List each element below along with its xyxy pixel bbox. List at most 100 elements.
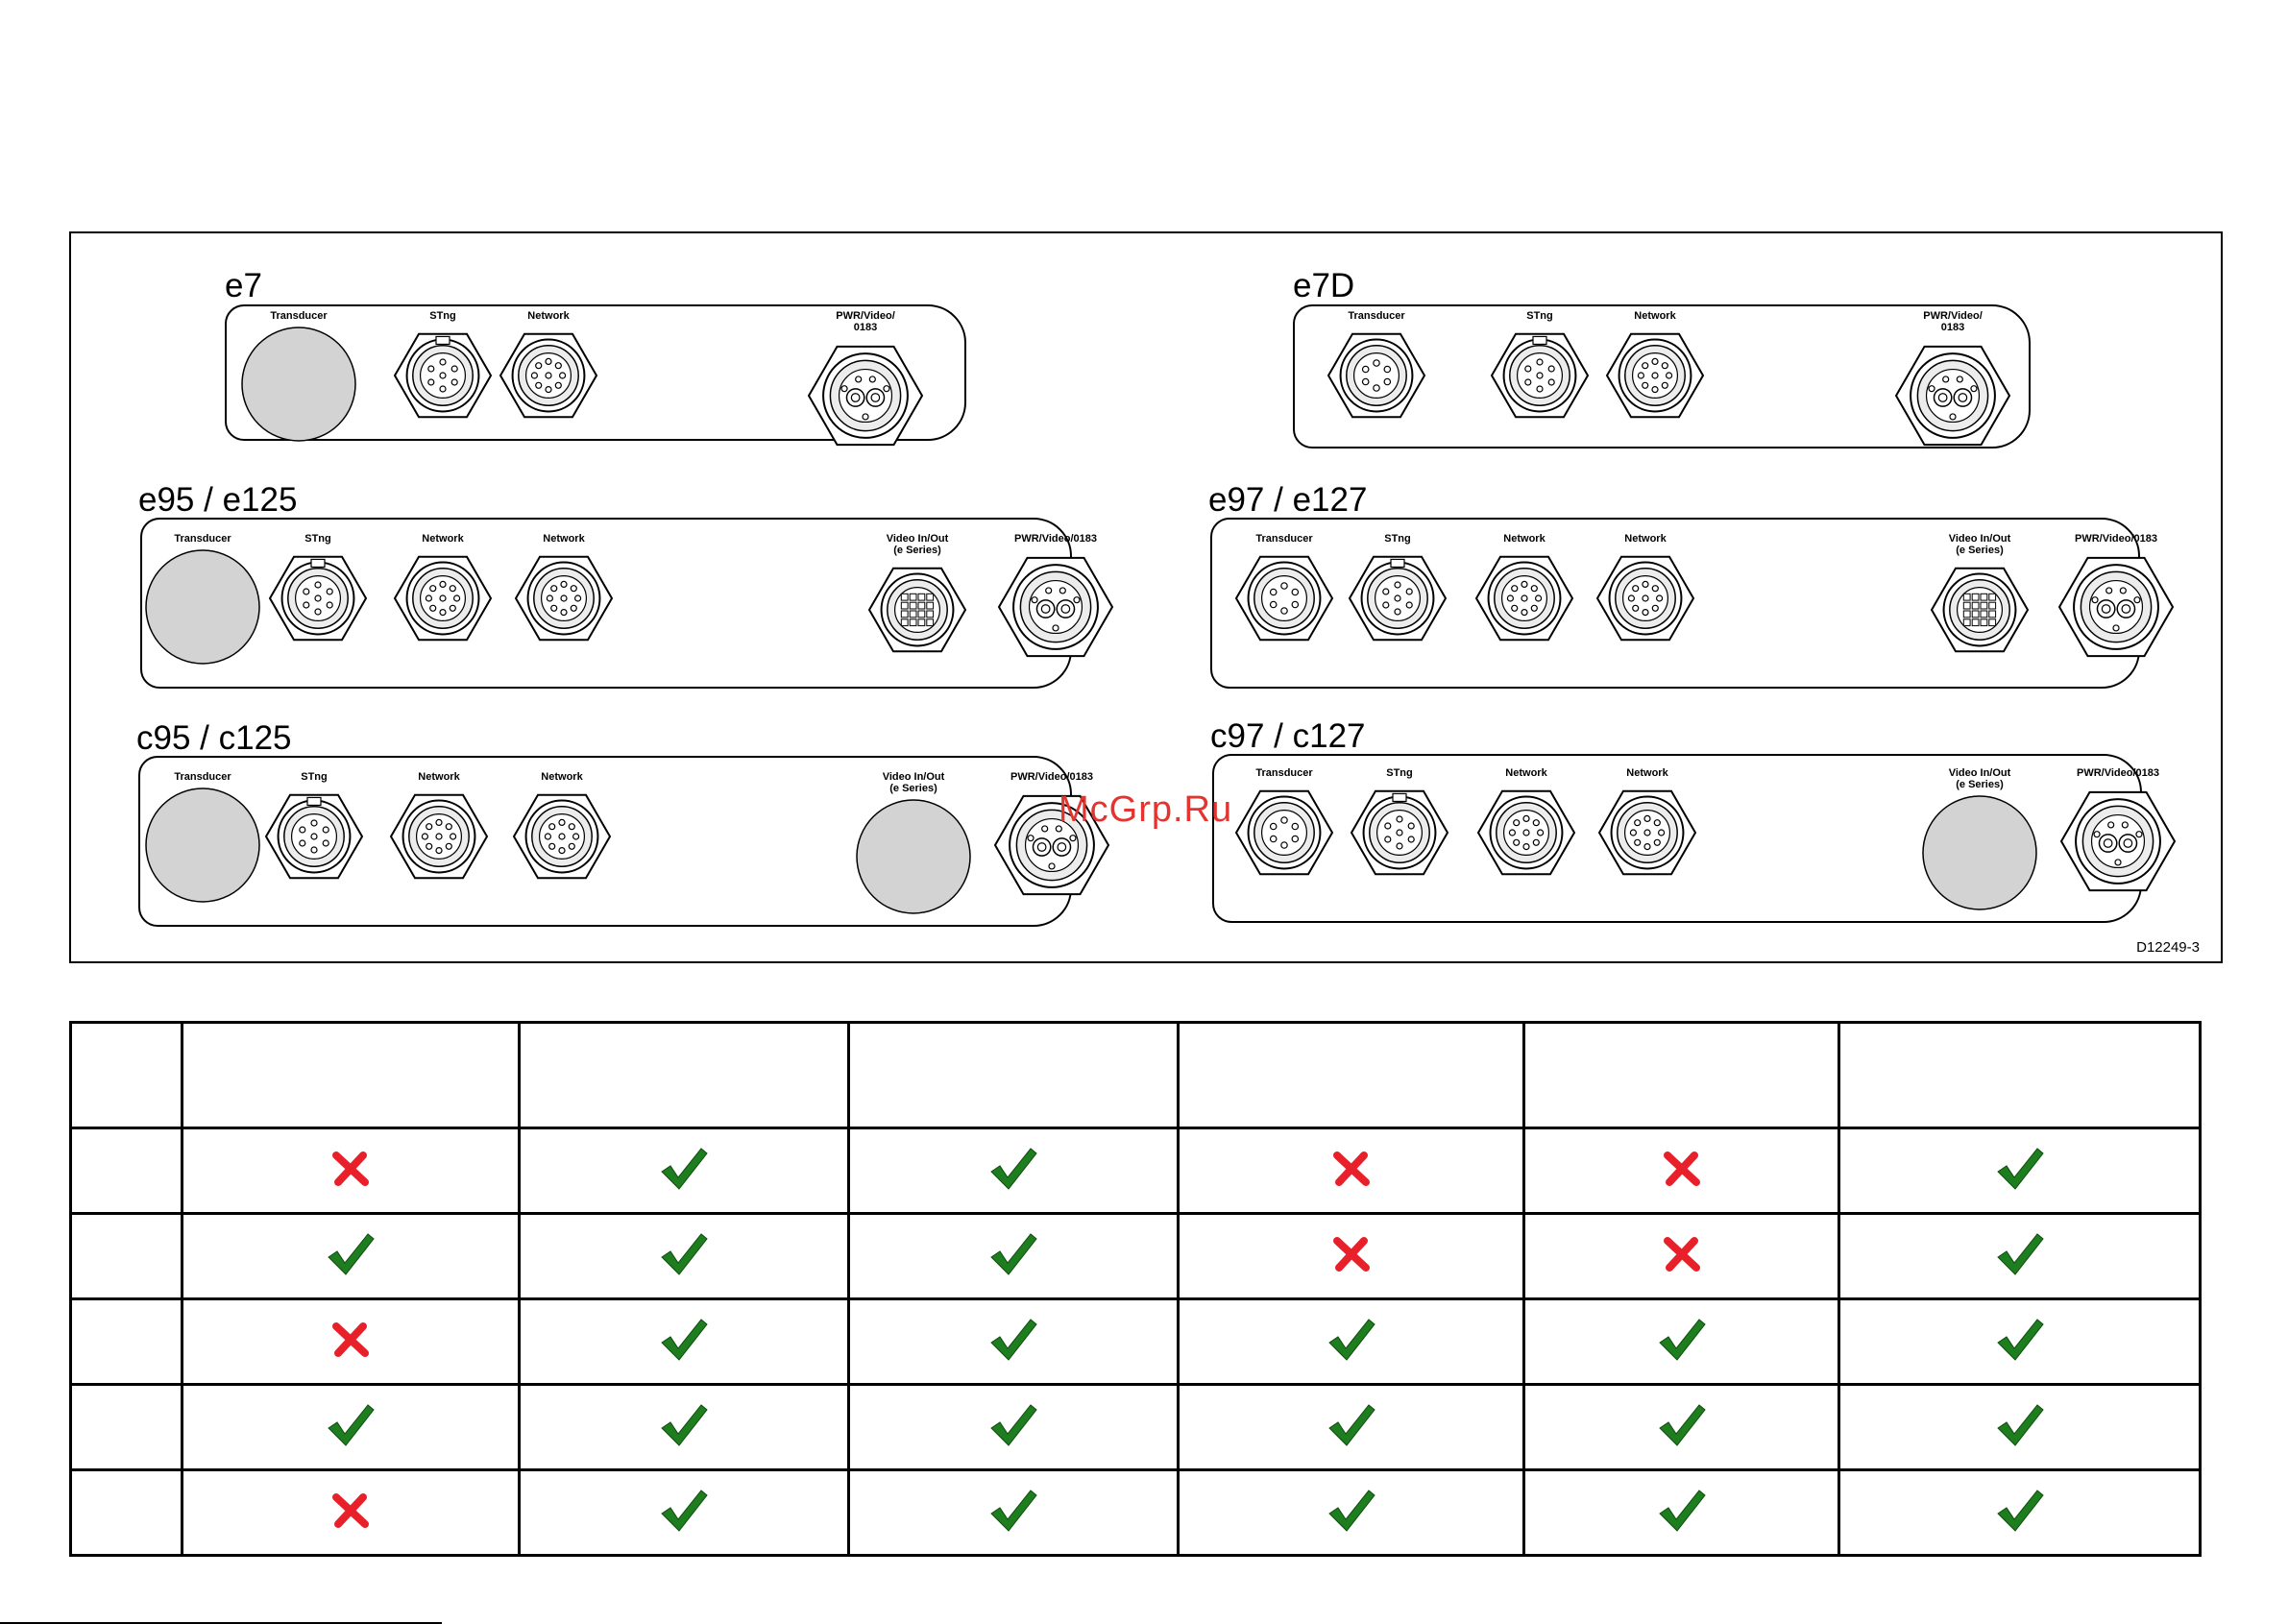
- panel-c97-c127: Transducer STng Network Network Video In…: [1212, 754, 2177, 923]
- port-network: Network: [1573, 533, 1717, 648]
- cross-icon: [332, 1492, 369, 1533]
- model-label-c97-c127: c97 / c127: [1210, 717, 1366, 755]
- compatibility-table: [69, 1021, 2202, 1557]
- port-pwr-video-0183: PWR/Video/0183: [2056, 767, 2180, 900]
- port-stng: STng: [242, 771, 386, 886]
- checkmark-icon: [988, 1230, 1038, 1283]
- port-network: Network: [367, 771, 511, 886]
- stng-connector-icon: [246, 548, 390, 648]
- table-cell: [518, 1468, 850, 1557]
- port-pwr-video-0183: PWR/Video/0183: [993, 533, 1118, 666]
- table-row: [69, 1468, 2202, 1557]
- table-cell: [1522, 1383, 1840, 1471]
- blank-plate-icon: [131, 787, 275, 904]
- table-cell: [1177, 1212, 1525, 1300]
- port-label: Network: [543, 533, 585, 545]
- pwr-connector-icon: [989, 787, 1114, 904]
- table-cell: [1838, 1297, 2202, 1386]
- port-label: STng: [1386, 767, 1413, 779]
- table-cell: [1522, 1468, 1840, 1557]
- port-stng: STng: [1326, 533, 1470, 648]
- pwr-connector-icon: [793, 337, 937, 454]
- port-label: Transducer: [174, 771, 231, 783]
- cross-icon: [1663, 1151, 1700, 1191]
- port-video-in-out-e-series: Video In/Out (e Series): [1908, 767, 2052, 911]
- table-cell: [1522, 1212, 1840, 1300]
- checkmark-icon: [1995, 1487, 2045, 1539]
- table-cell: [1177, 1468, 1525, 1557]
- stng-connector-icon: [1326, 548, 1470, 648]
- panel-c95-c125: Transducer STng Network Network Video In…: [138, 756, 1110, 927]
- port-label: PWR/Video/ 0183: [836, 310, 895, 333]
- table-cell: [181, 1127, 521, 1215]
- model-label-e7: e7: [225, 267, 262, 304]
- port-label: Network: [541, 771, 583, 783]
- table-cell: [518, 1212, 850, 1300]
- port-label: Transducer: [1348, 310, 1405, 322]
- stng-connector-icon: [242, 787, 386, 886]
- row-label: [69, 1383, 183, 1471]
- port-label: Video In/Out (e Series): [1948, 767, 2011, 790]
- table-cell: [518, 1127, 850, 1215]
- table-cell: [181, 1468, 521, 1557]
- checkmark-icon: [988, 1401, 1038, 1454]
- port-label: PWR/Video/0183: [2075, 533, 2157, 545]
- network-connector-icon: [476, 326, 621, 425]
- row-label: [69, 1212, 183, 1300]
- stng-connector-icon: [1468, 326, 1612, 425]
- port-pwr-video-0183: PWR/Video/ 0183: [793, 310, 937, 454]
- model-label-e97-e127: e97 / e127: [1208, 481, 1368, 519]
- table-row: [69, 1297, 2202, 1386]
- pwr-connector-icon: [2056, 783, 2180, 900]
- port-stng: STng: [1327, 767, 1472, 883]
- network-connector-icon: [1573, 548, 1717, 648]
- cross-icon: [1663, 1236, 1700, 1276]
- port-label: STng: [304, 533, 331, 545]
- panel-e7d: Transducer STng Network PWR/Video/ 0183: [1293, 304, 2031, 448]
- panel-e95-e125: Transducer STng Network Network Video In…: [140, 518, 1114, 689]
- network-connector-icon: [1583, 326, 1727, 425]
- table-header-row: [69, 1021, 2202, 1129]
- port-transducer: Transducer: [1212, 767, 1356, 883]
- cross-icon: [332, 1321, 369, 1362]
- header-cell: [1177, 1021, 1525, 1129]
- header-cell: [1838, 1021, 2202, 1129]
- port-network: Network: [476, 310, 621, 425]
- port-label: Video In/Out (e Series): [882, 771, 945, 794]
- cross-icon: [1332, 1236, 1370, 1276]
- port-label: PWR/Video/0183: [2077, 767, 2159, 779]
- network-connector-icon: [1452, 548, 1596, 648]
- table-cell: [1522, 1127, 1840, 1215]
- port-label: STng: [1526, 310, 1553, 322]
- cross-icon: [332, 1151, 369, 1191]
- port-label: PWR/Video/ 0183: [1923, 310, 1983, 333]
- port-stng: STng: [246, 533, 390, 648]
- port-pwr-video-0183: PWR/Video/0183: [989, 771, 1114, 904]
- port-label: Network: [1505, 767, 1547, 779]
- table-row: [69, 1127, 2202, 1215]
- port-label: Network: [527, 310, 570, 322]
- table-cell: [1177, 1127, 1525, 1215]
- blank-plate-icon: [131, 548, 275, 666]
- port-pwr-video-0183: PWR/Video/ 0183: [1881, 310, 2025, 454]
- row-label: [69, 1127, 183, 1215]
- blank-plate-icon: [841, 798, 986, 915]
- panel-e97-e127: Transducer STng Network Network Video In…: [1210, 518, 2175, 689]
- port-network: Network: [1583, 310, 1727, 425]
- checkmark-icon: [659, 1145, 709, 1198]
- checkmark-icon: [1327, 1401, 1376, 1454]
- port-label: Transducer: [1255, 767, 1313, 779]
- port-transducer: Transducer: [1212, 533, 1356, 648]
- pwr-connector-icon: [1881, 337, 2025, 454]
- cross-icon: [1332, 1151, 1370, 1191]
- port-network: Network: [490, 771, 634, 886]
- table-row: [69, 1212, 2202, 1300]
- checkmark-icon: [659, 1316, 709, 1369]
- table-cell: [1522, 1297, 1840, 1386]
- port-label: Video In/Out (e Series): [886, 533, 949, 556]
- header-cell: [69, 1021, 183, 1129]
- table-cell: [181, 1212, 521, 1300]
- header-cell: [518, 1021, 850, 1129]
- port-transducer: Transducer: [131, 533, 275, 666]
- network-connector-icon: [371, 548, 515, 648]
